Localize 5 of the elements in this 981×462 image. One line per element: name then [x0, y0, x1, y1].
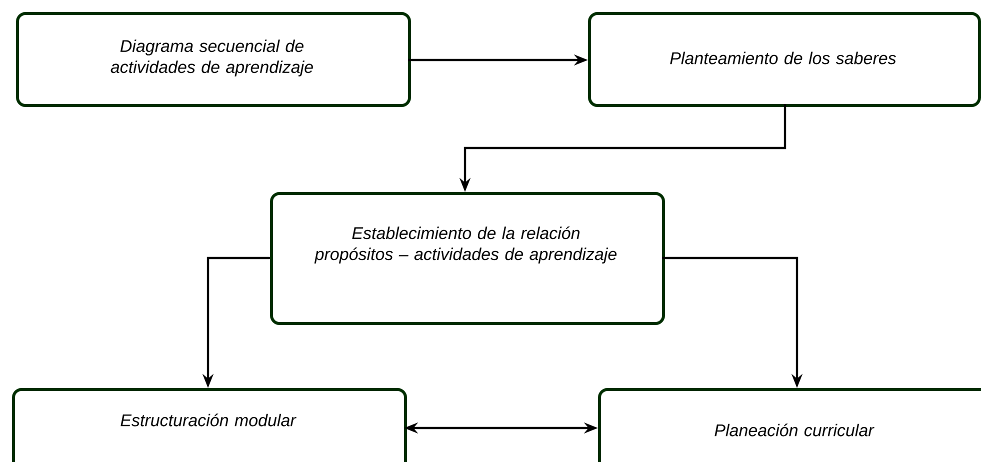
process-box: Diagrama secuencial de actividades de aprendizaje — [16, 12, 411, 107]
process-box: Estructuración modular — [12, 388, 407, 462]
process-box: Planteamiento de los saberes — [588, 12, 981, 107]
process-box: Planeación curricular — [598, 388, 981, 462]
process-box: Establecimiento de la relación propósitos – actividades de aprendizaje — [270, 192, 665, 325]
